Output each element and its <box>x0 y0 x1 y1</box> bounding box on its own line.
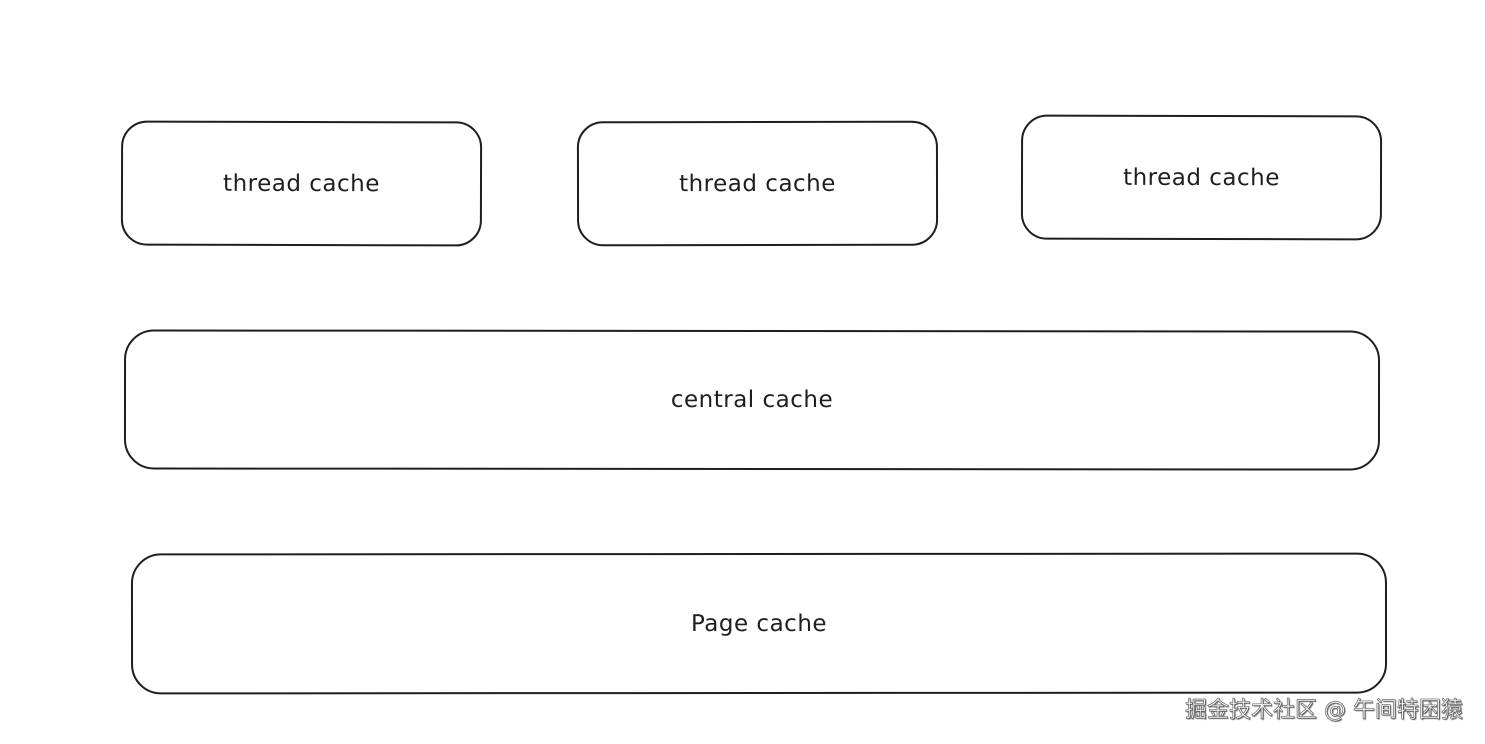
page-cache-box: Page cache <box>130 552 1388 695</box>
central-cache-label: central cache <box>670 386 834 414</box>
central-cache-box: central cache <box>123 329 1381 471</box>
thread-cache-box-2: thread cache <box>576 120 939 247</box>
thread-cache-label-2: thread cache <box>679 170 836 197</box>
page-cache-label: Page cache <box>690 610 828 637</box>
thread-cache-label-1: thread cache <box>223 170 380 197</box>
thread-cache-box-1: thread cache <box>120 120 483 247</box>
thread-cache-label-3: thread cache <box>1123 164 1280 191</box>
thread-cache-box-3: thread cache <box>1020 114 1383 241</box>
watermark-text: 掘金技术社区 @ 午间特困猿 <box>1185 698 1464 724</box>
